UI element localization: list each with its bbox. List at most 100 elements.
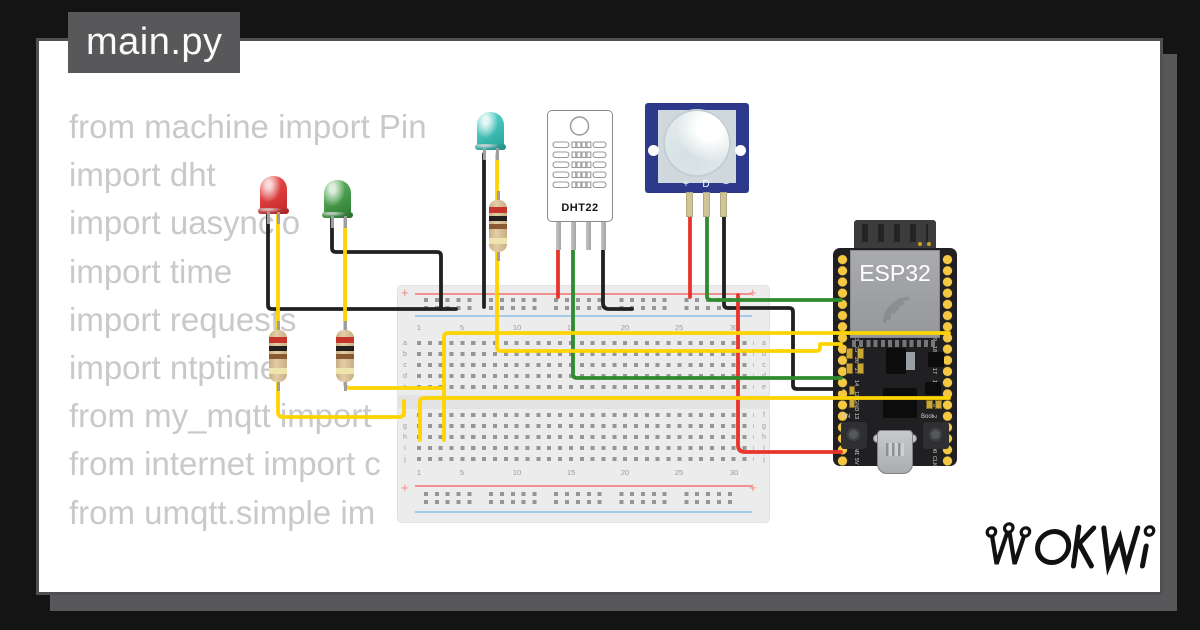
cyan-led-body bbox=[477, 112, 504, 147]
cyan-led bbox=[477, 112, 504, 160]
pir-pin-label: − bbox=[723, 179, 729, 190]
file-tab-label: main.py bbox=[86, 21, 223, 63]
column-number: 10 bbox=[512, 323, 522, 332]
antenna-pad bbox=[918, 242, 922, 246]
ic-chip bbox=[928, 352, 944, 367]
resistor bbox=[489, 191, 507, 261]
column-number: 20 bbox=[620, 323, 630, 332]
dht22-label: DHT22 bbox=[561, 202, 599, 214]
column-number: 15 bbox=[566, 323, 576, 332]
boot-button-label: Boot bbox=[921, 414, 934, 420]
capacitor bbox=[846, 363, 853, 374]
led-cathode-leg bbox=[267, 212, 270, 224]
dht22-vents bbox=[552, 116, 607, 189]
capacitor bbox=[846, 348, 853, 359]
led-anode-leg bbox=[496, 148, 499, 160]
row-letter: d bbox=[762, 372, 766, 380]
row-letter: a bbox=[762, 339, 766, 347]
row-letter: c bbox=[762, 361, 766, 369]
module-pads bbox=[852, 340, 938, 347]
column-number: 25 bbox=[674, 323, 684, 332]
column-number: 30 bbox=[729, 323, 739, 332]
dht22-pin bbox=[571, 222, 576, 250]
dht22-pin bbox=[556, 222, 561, 250]
esp32-board: 3V3ENVPVN343532332526271412GND13D2D3CMD5… bbox=[833, 220, 957, 474]
dht22-pin bbox=[601, 222, 606, 250]
capacitor bbox=[849, 386, 855, 395]
pir-pin bbox=[686, 192, 693, 217]
capacitor bbox=[849, 399, 855, 408]
top-rail-holes bbox=[424, 298, 744, 310]
bottom-rail-blue-line bbox=[415, 511, 752, 513]
row-letter: b bbox=[403, 350, 407, 358]
pir-pin bbox=[703, 192, 710, 217]
row-letter: a bbox=[403, 339, 407, 347]
code-line: import dht bbox=[69, 156, 216, 194]
antenna-pad bbox=[927, 242, 931, 246]
green-led bbox=[324, 180, 351, 228]
file-tab: main.py bbox=[68, 12, 240, 73]
row-letter: e bbox=[762, 383, 766, 391]
pin-label: 17 bbox=[931, 368, 937, 375]
code-line: import ntptime bbox=[69, 348, 279, 386]
dht22-sensor: DHT22 bbox=[547, 110, 613, 222]
code-line: import uasyncio bbox=[69, 204, 301, 242]
pin-label: CLK bbox=[931, 455, 937, 467]
code-block: from machine import Pin import dht import … bbox=[69, 103, 427, 537]
capacitor bbox=[935, 400, 942, 409]
terminal-grid-top bbox=[417, 341, 754, 389]
antenna-pattern bbox=[862, 224, 928, 242]
center-gap bbox=[397, 395, 770, 409]
ic-chip bbox=[925, 382, 941, 395]
column-number: 1 bbox=[416, 468, 422, 477]
espressif-logo-icon bbox=[882, 296, 910, 324]
green-led-body bbox=[324, 180, 351, 215]
pin-label: CMD bbox=[853, 444, 859, 456]
code-line: import requests bbox=[69, 300, 297, 338]
row-letter: f bbox=[763, 411, 765, 419]
row-letter: i bbox=[404, 444, 406, 452]
voltage-regulator bbox=[886, 348, 906, 374]
led-anode-leg bbox=[344, 216, 347, 228]
rail-plus-mark: + bbox=[401, 285, 409, 300]
code-line: from machine import Pin bbox=[69, 108, 427, 145]
rail-plus-mark: + bbox=[749, 480, 757, 495]
row-letter: c bbox=[403, 361, 407, 369]
terminal-grid-bottom bbox=[417, 413, 754, 461]
row-letter: e bbox=[403, 383, 407, 391]
code-line: from umqtt.simple im bbox=[69, 493, 376, 531]
en-button bbox=[841, 422, 867, 449]
pir-pin-label: + bbox=[683, 179, 689, 190]
column-number: 1 bbox=[416, 323, 422, 332]
row-letter: b bbox=[762, 350, 766, 358]
wokwi-logo: WOKWI bbox=[978, 514, 1158, 583]
led-anode-leg bbox=[277, 212, 280, 224]
bottom-rail-red-line bbox=[415, 485, 752, 487]
pir-pin-label: D bbox=[702, 179, 710, 190]
esp32-module-label: ESP32 bbox=[859, 260, 931, 286]
column-number: 15 bbox=[566, 468, 576, 477]
resistor bbox=[336, 321, 354, 391]
pin-label: D0 bbox=[931, 446, 937, 454]
wokwi-logo-icon bbox=[985, 522, 1156, 576]
column-number: 5 bbox=[459, 323, 465, 332]
capacitor bbox=[926, 400, 933, 409]
capacitor bbox=[857, 363, 864, 374]
pin-label: 13 bbox=[853, 413, 859, 420]
pir-pin-labels: + D − bbox=[683, 180, 729, 190]
row-letter: h bbox=[403, 433, 407, 441]
led-cathode-leg bbox=[331, 216, 334, 228]
usb-connector bbox=[877, 430, 913, 474]
mounting-hole bbox=[648, 145, 659, 156]
row-letter: i bbox=[763, 444, 765, 452]
column-number: 25 bbox=[674, 468, 684, 477]
row-letter: g bbox=[762, 422, 766, 430]
capacitor bbox=[857, 348, 864, 359]
pin-label: 5V bbox=[853, 457, 859, 465]
column-number: 30 bbox=[729, 468, 739, 477]
